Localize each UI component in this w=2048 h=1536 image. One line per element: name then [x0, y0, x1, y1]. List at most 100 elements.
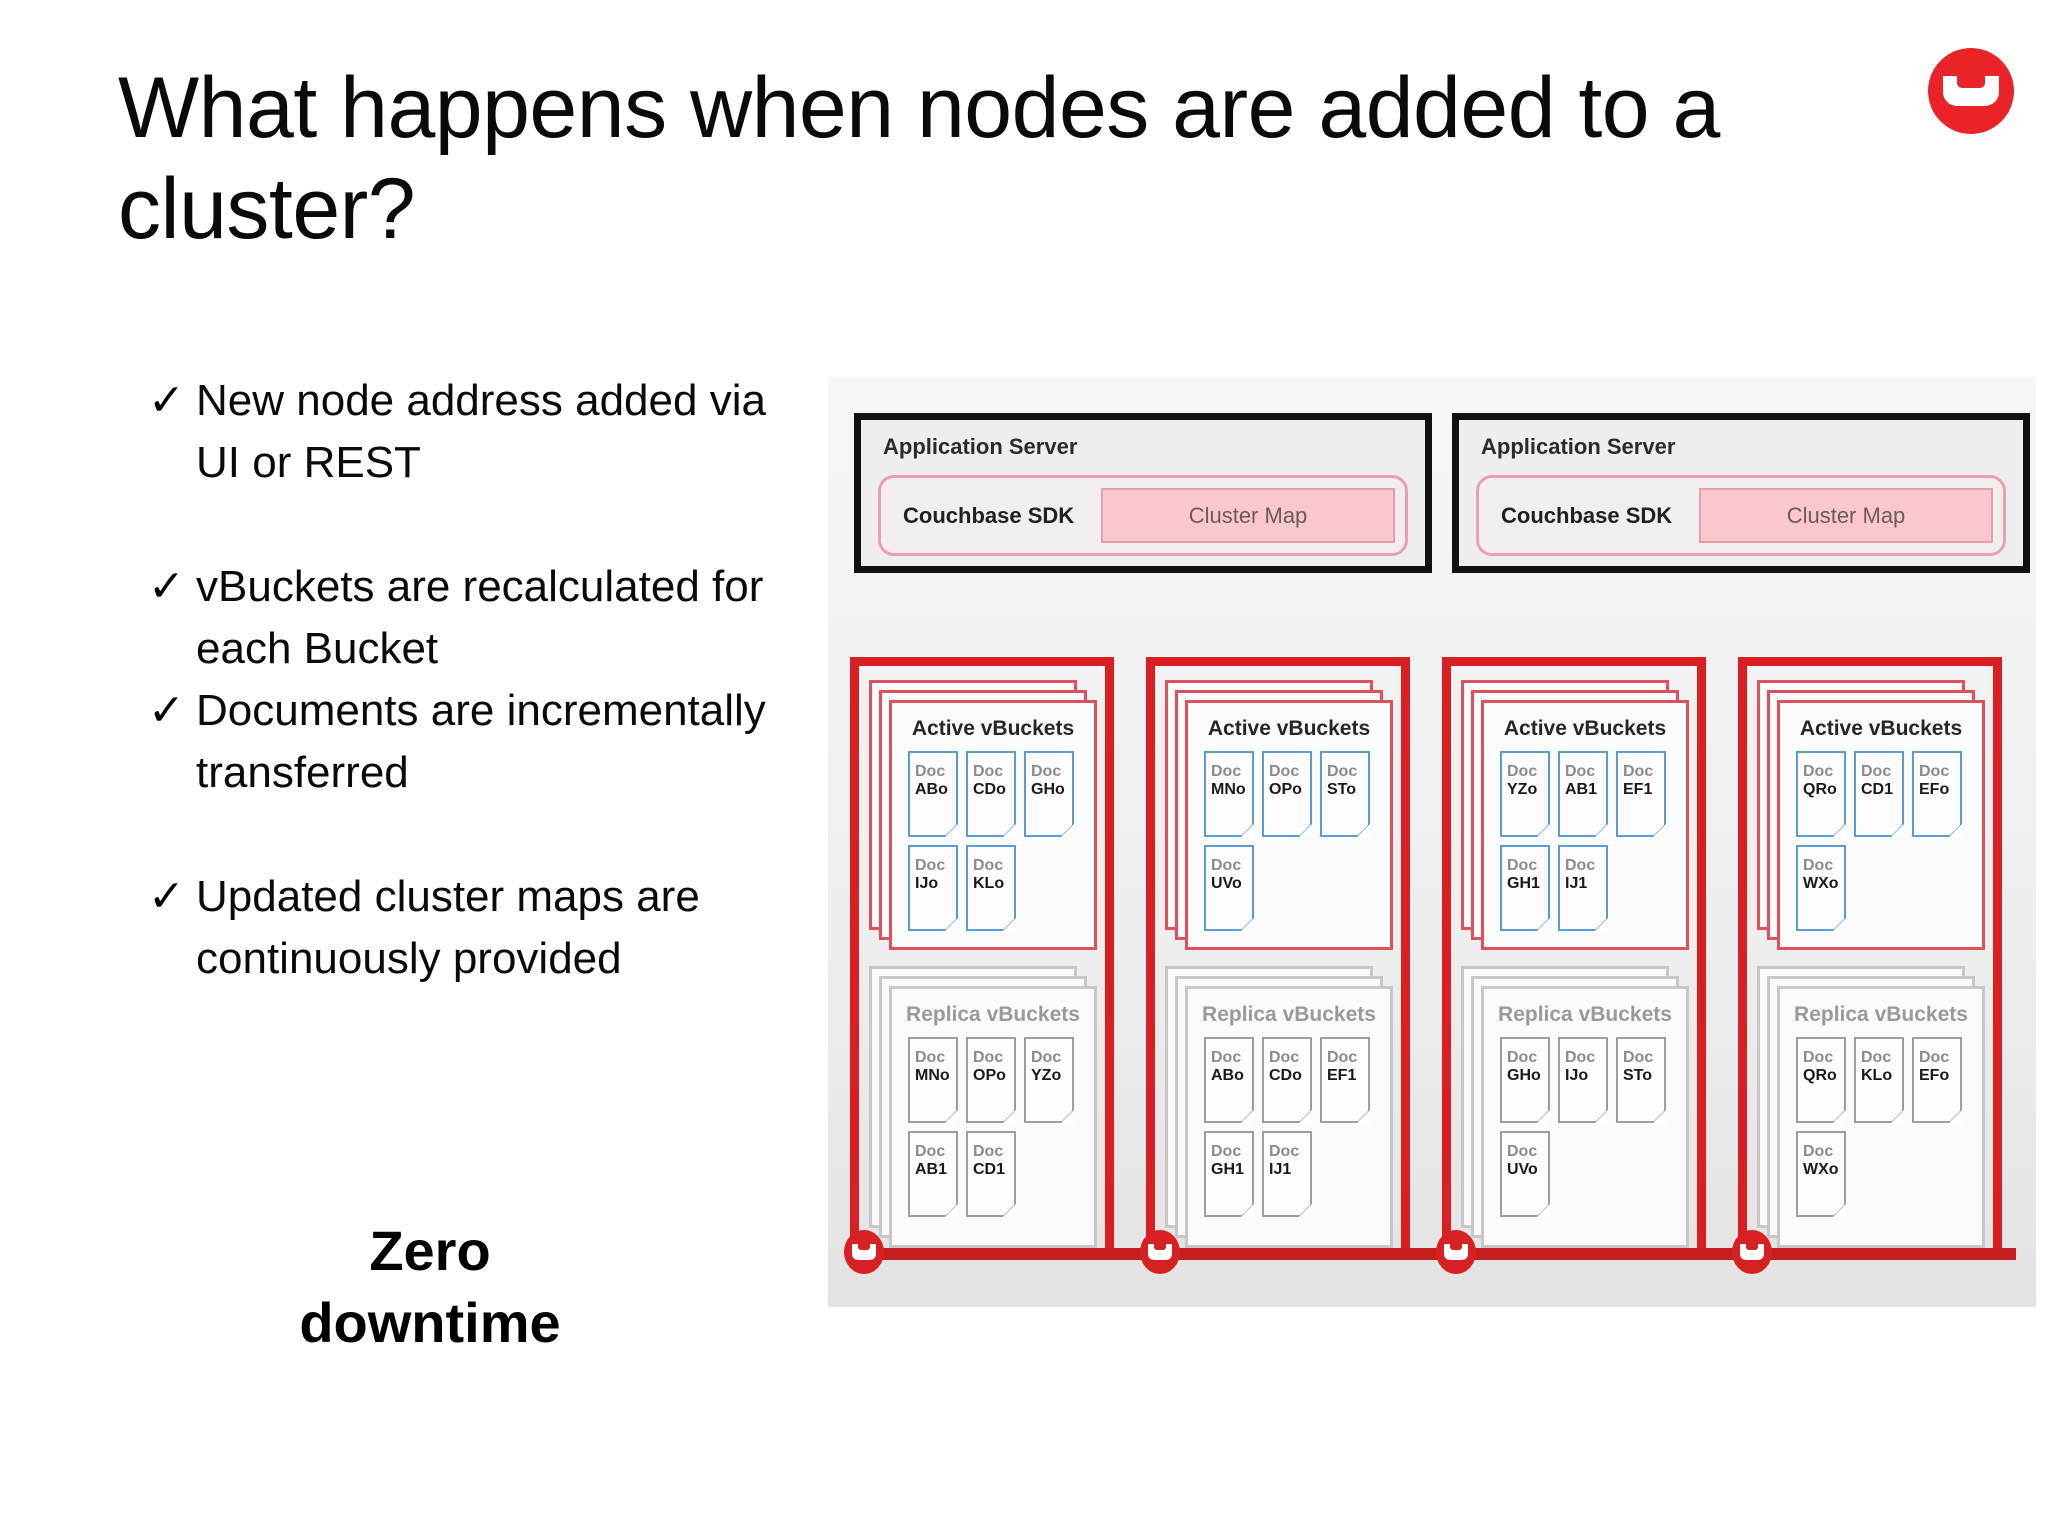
doc-card-code: EFo	[1919, 1066, 1950, 1084]
doc-card-prefix: Doc	[1211, 763, 1242, 780]
replica-vbuckets-label: Replica vBuckets	[1794, 1003, 1968, 1026]
zero-downtime-callout: Zero downtime	[140, 1215, 720, 1358]
doc-card-code: YZo	[1507, 780, 1538, 798]
doc-card-prefix: Doc	[915, 763, 946, 780]
doc-card-prefix: Doc	[973, 857, 1004, 874]
doc-card-prefix: Doc	[973, 1049, 1004, 1066]
doc-card-code: GHo	[1031, 780, 1065, 798]
doc-card-code: ABo	[1211, 1066, 1244, 1084]
bullet-item-vbuckets-recalculated: ✓ vBuckets are recalculated for each Buc…	[140, 556, 780, 680]
doc-card-prefix: Doc	[1565, 763, 1596, 780]
couchbase-logo-icon	[1928, 48, 2014, 134]
cluster-map-box: Cluster Map	[1101, 488, 1395, 543]
application-server-label: Application Server	[883, 434, 1078, 459]
bullet-text: New node address added via UI or REST	[196, 376, 766, 487]
check-icon: ✓	[148, 562, 185, 611]
doc-card-prefix: Doc	[1269, 1049, 1300, 1066]
doc-card-code: UVo	[1507, 1160, 1538, 1178]
doc-card-prefix: Doc	[1919, 1049, 1950, 1066]
doc-card-code: IJ1	[1565, 874, 1588, 892]
doc-card-prefix: Doc	[1211, 1049, 1242, 1066]
doc-card-code: OPo	[973, 1066, 1006, 1084]
doc-card-code: AB1	[915, 1160, 948, 1178]
doc-card-code: KLo	[973, 874, 1005, 892]
bullet-item-new-node-address: ✓ New node address added via UI or REST	[140, 370, 780, 494]
doc-card-code: MNo	[1211, 780, 1246, 798]
doc-card-code: EF1	[1327, 1066, 1357, 1084]
badge-notch	[1450, 1244, 1462, 1250]
doc-card-prefix: Doc	[1623, 763, 1654, 780]
application-server-2: Application Server Couchbase SDK Cluster…	[1452, 413, 2030, 573]
replica-vbuckets-label: Replica vBuckets	[1202, 1003, 1376, 1026]
replica-vbuckets-label: Replica vBuckets	[1498, 1003, 1672, 1026]
node-badge-icon-1	[844, 1230, 884, 1274]
doc-card-code: IJo	[915, 874, 939, 892]
doc-card-code: QRo	[1803, 1066, 1837, 1084]
node-badge-icon-3	[1436, 1230, 1476, 1274]
doc-card-prefix: Doc	[1623, 1049, 1654, 1066]
check-icon: ✓	[148, 686, 185, 735]
doc-card-code: OPo	[1269, 780, 1302, 798]
doc-card-prefix: Doc	[1507, 763, 1538, 780]
active-vbuckets-label: Active vBuckets	[911, 717, 1075, 740]
doc-card-prefix: Doc	[1031, 1049, 1062, 1066]
doc-card-code: EFo	[1919, 780, 1950, 798]
application-server-1: Application Server Couchbase SDK Cluster…	[854, 413, 1432, 573]
doc-card-prefix: Doc	[1565, 1049, 1596, 1066]
node-badge-icon-2	[1140, 1230, 1180, 1274]
doc-card-code: CD1	[973, 1160, 1006, 1178]
doc-card-prefix: Doc	[1507, 1049, 1538, 1066]
bullet-text: Updated cluster maps are continuously pr…	[196, 872, 700, 983]
doc-card-code: YZo	[1031, 1066, 1062, 1084]
bullet-item-cluster-maps-provided: ✓ Updated cluster maps are continuously …	[140, 866, 780, 990]
doc-card-prefix: Doc	[973, 1143, 1004, 1160]
couchbase-sdk-box: Couchbase SDK Cluster Map	[878, 475, 1408, 556]
couchbase-sdk-box: Couchbase SDK Cluster Map	[1476, 475, 2006, 556]
doc-card-prefix: Doc	[1861, 763, 1892, 780]
doc-card-code: ABo	[915, 780, 948, 798]
bullet-text: Documents are incrementally transferred	[196, 686, 766, 797]
doc-card-code: IJ1	[1269, 1160, 1292, 1178]
doc-card-code: IJo	[1565, 1066, 1589, 1084]
doc-card-code: WXo	[1803, 874, 1839, 892]
doc-card-code: UVo	[1211, 874, 1242, 892]
doc-card-code: CDo	[1269, 1066, 1302, 1084]
